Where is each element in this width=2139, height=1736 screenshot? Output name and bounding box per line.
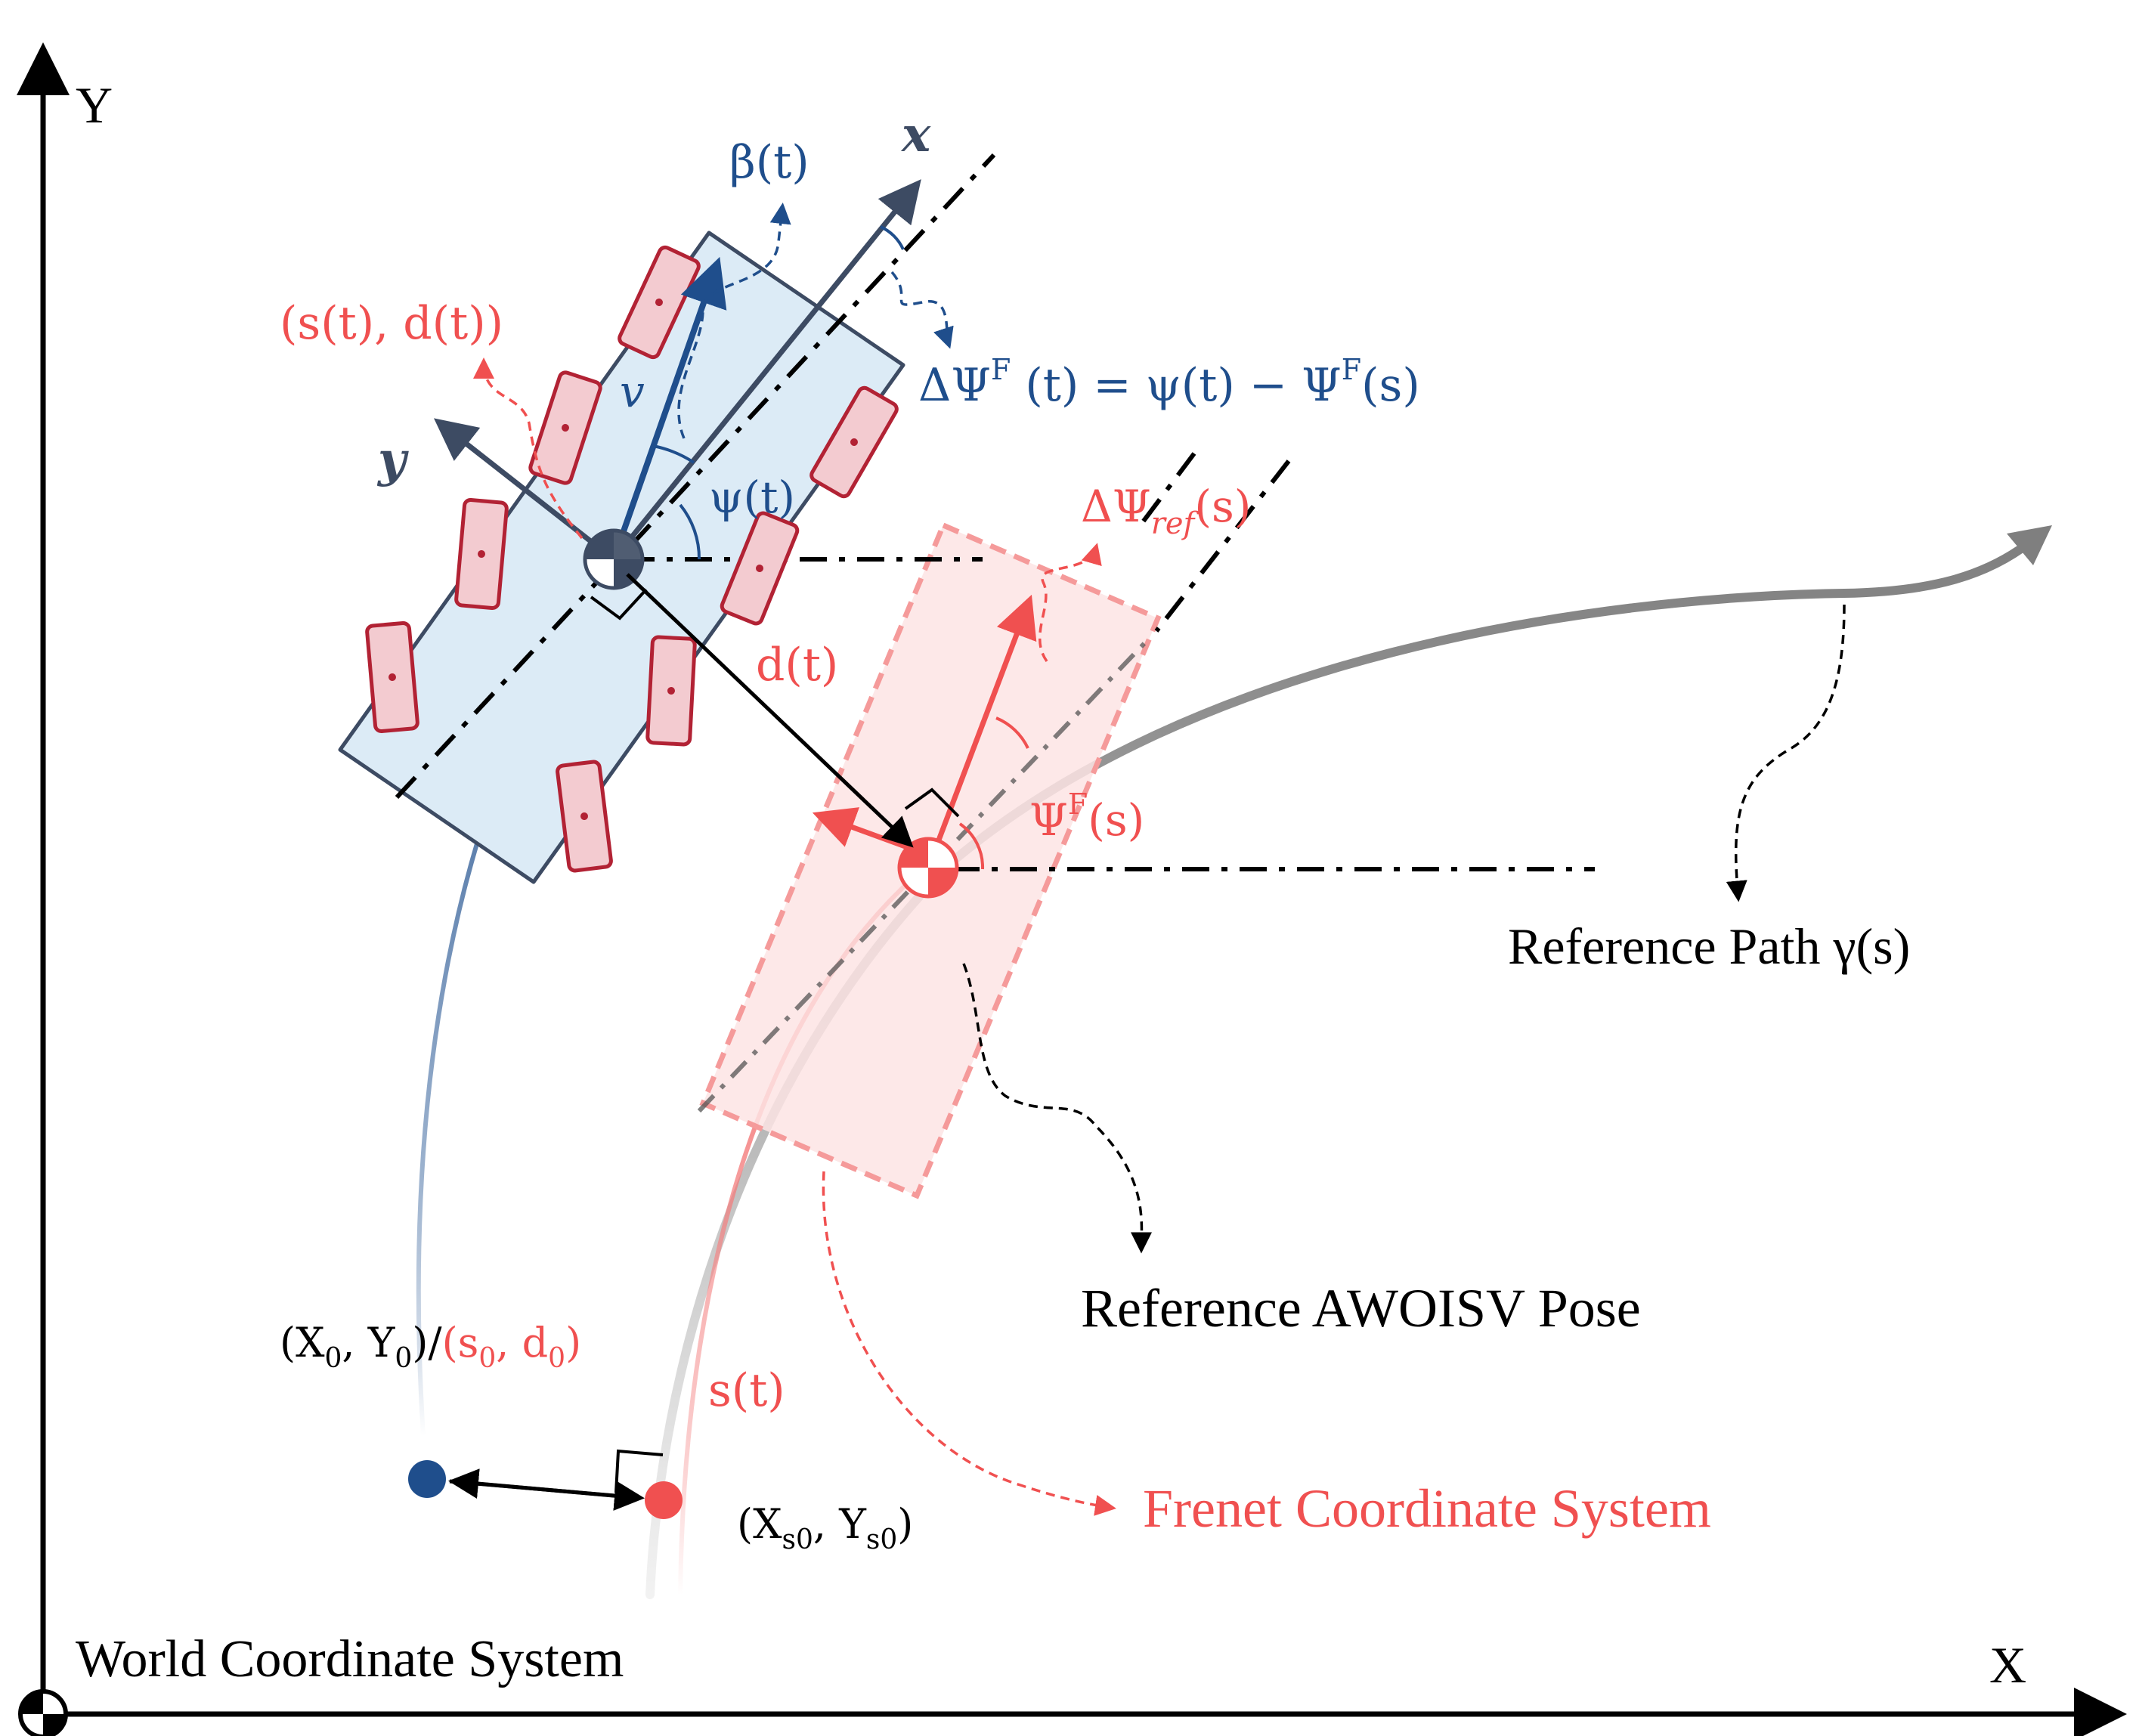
ps-c: , Y (813, 1500, 867, 1548)
heading-error-expr: (t) = ψ(t) − Ψ (1011, 359, 1341, 412)
frenet-position-pointer (473, 357, 584, 540)
reference-path-arrowhead (2007, 525, 2052, 565)
y-axis-label: Y (76, 76, 113, 134)
heading-error-end: (s) (1361, 359, 1420, 412)
reference-path-curve (645, 538, 2034, 1599)
start-offset-arrow-back (448, 1468, 639, 1500)
heading-angle-arc (679, 503, 701, 560)
world-axes (17, 42, 2127, 1736)
slip-angle-arc (652, 444, 695, 464)
slip-angle-label: β(t) (729, 136, 809, 189)
world-coordinate-label: World Coordinate System (76, 1630, 624, 1688)
world-start-label: (X0, Y0)/(s0, d0) (280, 1319, 581, 1374)
heading-label: ψ(t) (709, 472, 795, 523)
fs-b: 0 (478, 1343, 496, 1374)
x-axis-label: X (1989, 1636, 2026, 1694)
reference-origin-icon (897, 837, 959, 899)
vehicle-longitudinal-axis (395, 153, 996, 800)
body-y-label: y (376, 432, 409, 488)
frenet-heading-end: (s) (1088, 794, 1144, 846)
ws-b: 0 (325, 1343, 342, 1374)
heading-error-sup: F (991, 353, 1011, 386)
reference-heading-error-label: ΔΨref(s) (1081, 481, 1251, 541)
heading-error-sup2: F (1342, 353, 1361, 386)
fs-d: 0 (548, 1343, 565, 1374)
body-x-axis (611, 179, 921, 562)
reference-right-angle-mark (904, 788, 960, 818)
ws-e: )/ (412, 1319, 442, 1366)
wheel (618, 245, 701, 360)
ws-c: , Y (342, 1319, 395, 1366)
frenet-heading-label: ΨF(s) (1029, 788, 1144, 846)
projected-start-label: (Xs0, Ys0) (737, 1500, 913, 1555)
wheel (556, 760, 613, 873)
frenet-position-label: (s(t), d(t)) (280, 297, 503, 350)
fs-c: , d (496, 1319, 548, 1366)
heading-error-pointer (890, 271, 954, 349)
reference-heading-error-arc (995, 716, 1029, 749)
pose-label-pointer (962, 963, 1153, 1254)
lateral-offset-label: d(t) (756, 639, 838, 692)
wheel (528, 370, 602, 485)
path-label-pointer (1726, 604, 1846, 902)
reference-path-label: Reference Path γ(s) (1508, 918, 1910, 975)
wheel (809, 385, 899, 499)
ws-d: 0 (395, 1343, 412, 1374)
body-y-axis (433, 418, 616, 562)
heading-error-symbol: ΔΨ (918, 359, 991, 412)
frenet-tangent-axis-upper (1135, 452, 1196, 531)
ps-e: ) (897, 1500, 913, 1548)
start-right-angle-mark (614, 1449, 664, 1493)
vehicle-wheels (365, 245, 899, 873)
lateral-offset-arrow (626, 573, 914, 848)
wheel (454, 497, 509, 611)
ws-a: (X (280, 1319, 325, 1366)
ps-b: s0 (782, 1524, 813, 1555)
reference-pose-label: Reference AWOISV Pose (1081, 1278, 1641, 1338)
ref-heading-end: (s) (1194, 481, 1251, 532)
wheel (720, 511, 800, 626)
frenet-heading-symbol: Ψ (1029, 794, 1068, 846)
frenet-label-pointer (822, 1171, 1116, 1516)
wheel (645, 635, 697, 747)
fs-a: (s (442, 1319, 479, 1366)
body-x-label: x (900, 107, 931, 163)
reference-heading-arrow (930, 594, 1037, 856)
frenet-tangent-axis (1154, 460, 1291, 633)
frenet-heading-arc (958, 822, 985, 870)
fs-e: ) (565, 1319, 581, 1366)
velocity-label: v (620, 366, 645, 417)
ps-a: (X (737, 1500, 782, 1548)
velocity-vector (611, 256, 727, 561)
projected-start-point (645, 1481, 683, 1519)
heading-error-arc (880, 225, 905, 250)
reference-longitudinal-axis (697, 636, 1151, 1113)
vehicle-right-angle-mark (590, 588, 648, 620)
ps-d: s0 (866, 1524, 897, 1555)
world-start-point (408, 1460, 446, 1498)
reference-heading-error-pointer (1039, 543, 1102, 663)
frenet-heading-sup: F (1068, 788, 1088, 821)
heading-error-label: ΔΨF (t) = ψ(t) − ΨF(s) (918, 353, 1420, 412)
ref-heading-symbol: ΔΨ (1081, 481, 1151, 532)
frenet-system-label: Frenet Coordinate System (1143, 1478, 1711, 1539)
ref-heading-sub: ref (1151, 506, 1200, 541)
wheel (365, 620, 419, 734)
arc-length-label: s(t) (708, 1364, 785, 1417)
world-origin-icon (18, 1689, 68, 1736)
